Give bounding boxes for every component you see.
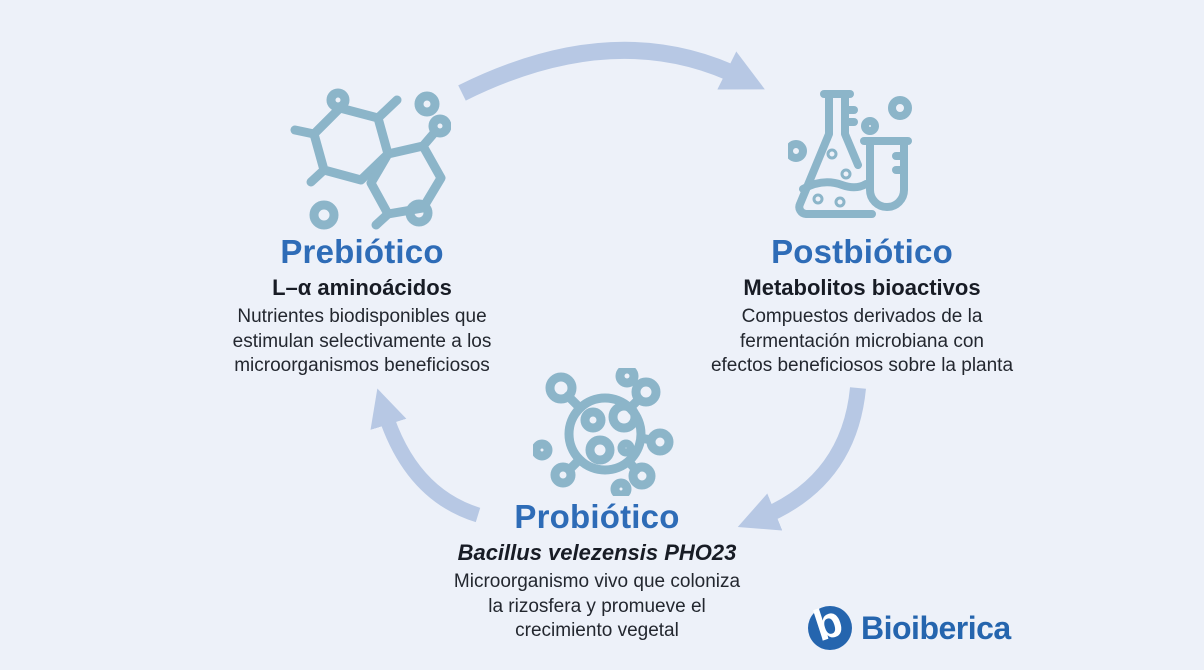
molecule-icon xyxy=(290,88,451,230)
bioiberica-logo: b Bioiberica xyxy=(808,596,1011,651)
arrow-postbiotic-to-probiotic xyxy=(737,387,866,531)
node-probiotico: Probiótico Bacillus velezensis PHO23 Mic… xyxy=(417,498,777,644)
probiotico-description: Microorganismo vivo que coloniza la rizo… xyxy=(453,571,741,641)
prebiotico-title: Prebiótico xyxy=(280,233,444,270)
node-postbiotico: Postbiótico Metabolitos bioactivos Compu… xyxy=(682,233,1042,379)
postbiotico-subtitle: Metabolitos bioactivos xyxy=(743,275,981,300)
microbe-icon xyxy=(533,368,674,496)
probiotico-subtitle: Bacillus velezensis PHO23 xyxy=(457,540,737,565)
postbiotico-description: Compuestos derivados de la fermentación … xyxy=(710,306,1014,376)
probiotico-title: Probiótico xyxy=(514,498,680,535)
bioiberica-logo-icon: b xyxy=(808,596,852,651)
arrow-prebiotic-to-postbiotic xyxy=(458,41,765,101)
postbiotico-title: Postbiótico xyxy=(771,233,953,270)
flask-icon xyxy=(788,90,912,218)
node-prebiotico: Prebiótico L–α aminoácidos Nutrientes bi… xyxy=(192,233,532,379)
arrow-probiotic-to-prebiotic xyxy=(370,388,481,523)
prebiotico-description: Nutrientes biodisponibles que estimulan … xyxy=(232,306,492,376)
prebiotico-subtitle: L–α aminoácidos xyxy=(272,275,452,300)
bioiberica-logo-text: Bioiberica xyxy=(861,609,1011,646)
